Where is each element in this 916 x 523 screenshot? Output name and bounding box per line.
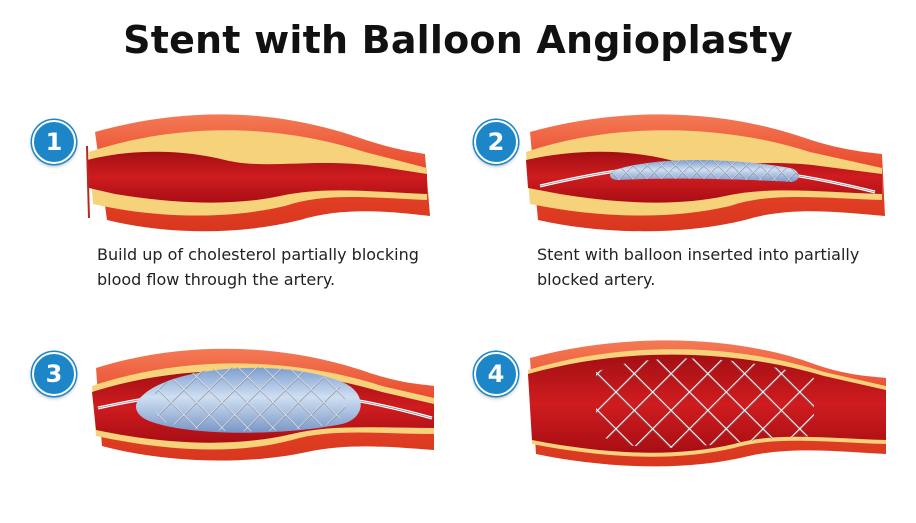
step-1-caption: Build up of cholesterol partially blocki… — [97, 245, 419, 289]
expanded-stent-mesh — [153, 367, 346, 432]
step-2-artery-illustration — [526, 114, 885, 232]
deployed-stent-mesh — [596, 358, 814, 448]
step-1-number-badge: 1 — [32, 120, 76, 164]
step-4-number-badge: 4 — [474, 352, 518, 396]
step-3-number-badge: 3 — [32, 352, 76, 396]
blood-channel — [87, 151, 427, 203]
step-1-artery-illustration — [86, 114, 430, 232]
step-4-artery-illustration — [528, 340, 886, 467]
step-2-number-badge: 2 — [474, 120, 518, 164]
page-title: Stent with Balloon Angioplasty — [123, 18, 793, 62]
step-3-artery-illustration — [92, 348, 434, 461]
step-2-caption: Stent with balloon inserted into partial… — [537, 245, 860, 289]
